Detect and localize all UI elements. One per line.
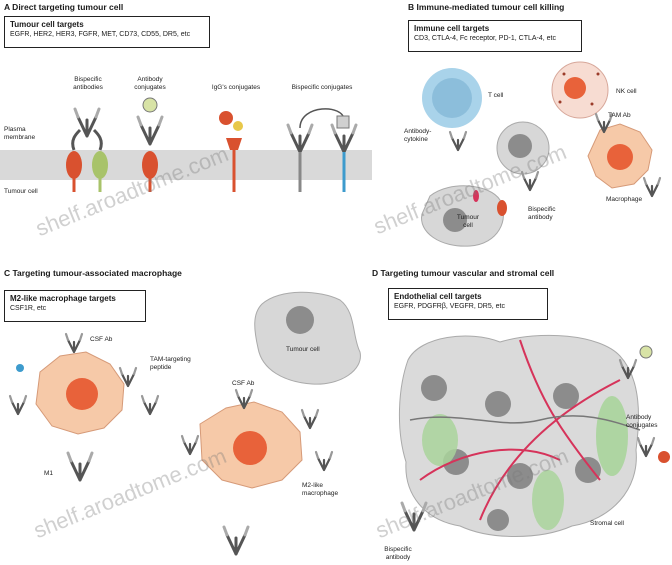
label-plasma-membrane: Plasma membrane: [4, 126, 36, 141]
receptor-red-3: [226, 138, 242, 150]
antibody-c4: [140, 394, 160, 416]
tumour-mass: [398, 334, 640, 537]
label-antibody-cytokine: Antibody- cytokine: [404, 128, 432, 143]
plasma-membrane: [0, 150, 372, 180]
antibody-c3: [8, 394, 28, 416]
label-macrophage-b: Macrophage: [606, 196, 643, 203]
panel-c-target-box: M2-like macrophage targets CSF1R, etc: [4, 290, 146, 322]
label-igg-conjugates: IgG's conjugates: [211, 84, 261, 91]
label-tumour-cell-b: Tumour cell: [456, 214, 480, 229]
panel-d-title: D Targeting tumour vascular and stromal …: [372, 268, 555, 278]
antibody-c8: [314, 450, 334, 472]
igg-payload: [219, 111, 233, 125]
bispecific-c2: [222, 525, 250, 556]
panel-b-art: [421, 61, 662, 247]
conjugate-payload: [142, 97, 158, 113]
panel-a-title: A Direct targeting tumour cell: [4, 2, 124, 12]
panel-b-box-heading: Immune cell targets: [414, 24, 490, 33]
panel-b-title: B Immune-mediated tumour cell killing: [408, 2, 565, 12]
antibody-conjugate: [136, 115, 164, 146]
antibody-c1: [64, 332, 84, 354]
panel-a-box-text: EGFR, HER2, HER3, FGFR, MET, CD73, CD55,…: [10, 31, 191, 38]
antibody-b2: [520, 170, 540, 192]
panel-d-box-text: EGFR, PDGFRβ, VEGFR, DR5, etc: [394, 303, 505, 310]
antibody-c7: [180, 434, 200, 456]
bispecific-conjugate-payload: [336, 115, 350, 129]
antibody-d2: [636, 436, 656, 458]
panel-a-art: [0, 97, 372, 192]
blood-vessel: [419, 339, 621, 521]
panel-b-target-box: Immune cell targets CD3, CTLA-4, Fc rece…: [408, 20, 582, 52]
label-bispecific-antibody-b: Bispecific antibody: [528, 206, 556, 221]
bispecific-conjugate-left: [286, 123, 314, 154]
label-m1: M1: [44, 470, 54, 477]
label-tam-peptide: TAM-targeting peptide: [150, 356, 191, 371]
label-bispecific-conjugates: Bispecific conjugates: [291, 84, 353, 91]
panel-d-box-heading: Endothelial cell targets: [394, 292, 482, 301]
bispecific-conjugate-right: [330, 123, 358, 154]
antibody-b1: [448, 130, 468, 152]
panel-c-title: C Targeting tumour-associated macrophage: [4, 268, 182, 278]
label-antibody-conjugates-d: Antibody conjugates: [626, 414, 658, 429]
label-antibody-conjugates: Antibody conjugates: [134, 76, 166, 91]
stromal-cell-3: [532, 470, 564, 530]
label-tam-ab: TAM Ab: [608, 112, 631, 119]
panel-b-box-text: CD3, CTLA-4, Fc receptor, PD-1, CTLA-4, …: [414, 35, 556, 42]
antibody-b4: [642, 176, 662, 198]
tumour-cell-c: [254, 291, 361, 385]
panel-a-box-heading: Tumour cell targets: [10, 20, 84, 29]
stromal-cell: [596, 396, 628, 476]
label-tumour-cell-c: Tumour cell: [286, 346, 320, 353]
panel-d-target-box: Endothelial cell targets EGFR, PDGFRβ, V…: [388, 288, 548, 320]
label-csf-ab-c1: CSF Ab: [90, 336, 113, 343]
label-m2-macrophage: M2-like macrophage: [302, 482, 339, 497]
panel-a-target-box: Tumour cell targets EGFR, HER2, HER3, FG…: [4, 16, 210, 48]
antibody-c6: [300, 408, 320, 430]
receptor-red: [66, 151, 82, 179]
label-stromal-cell: Stromal cell: [590, 520, 624, 527]
panel-d-art: [398, 334, 670, 537]
label-bispecific-antibody-d: Bispecific antibody: [384, 546, 412, 561]
stromal-cell-2: [422, 414, 458, 466]
bispecific-c: [66, 451, 94, 482]
label-bispecific-antibodies: Bispecific antibodies: [73, 76, 103, 91]
label-tumour-cell-a: Tumour cell: [4, 188, 38, 195]
label-csf-ab-c2: CSF Ab: [232, 380, 255, 387]
label-nk-cell: NK cell: [616, 88, 637, 95]
label-t-cell: T cell: [488, 92, 504, 99]
panel-c-box-text: CSF1R, etc: [10, 305, 47, 312]
panel-c-art: [8, 291, 361, 556]
receptor-green: [92, 151, 108, 179]
panel-c-box-heading: M2-like macrophage targets: [10, 294, 116, 303]
receptor-red-2: [142, 151, 158, 179]
